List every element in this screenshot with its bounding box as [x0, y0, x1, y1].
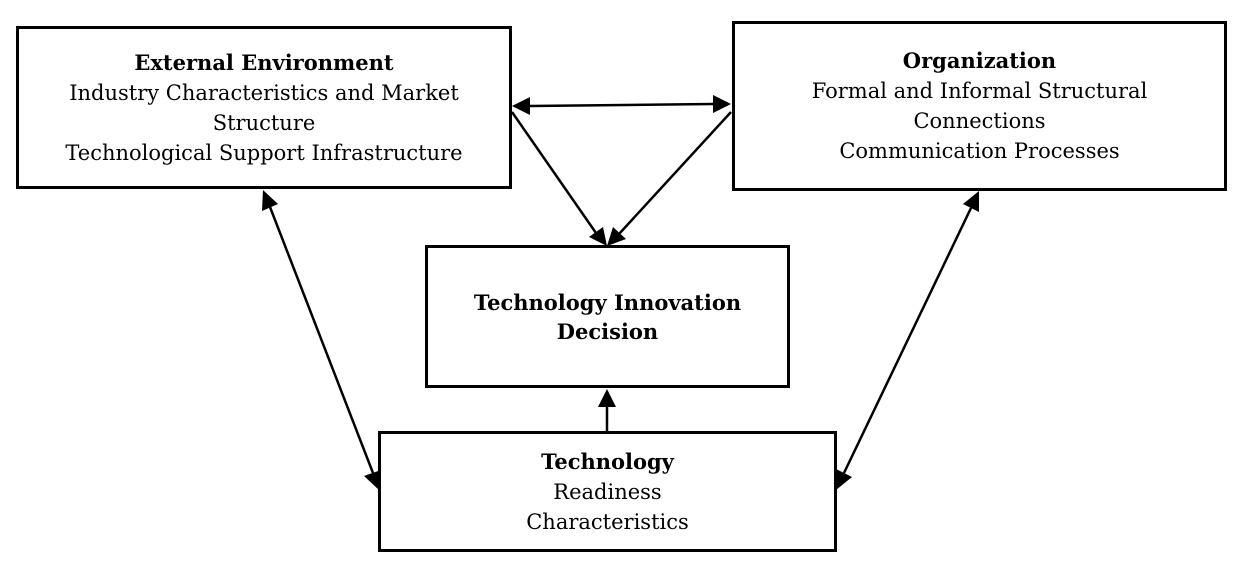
external-environment-box: External Environment Industry Characteri…: [16, 26, 512, 189]
arrow-external-decision: [510, 111, 607, 246]
decision-title-line: Decision: [556, 318, 659, 344]
technology-innovation-decision-box: Technology Innovation Decision: [425, 245, 790, 388]
arrow-external-technology: [262, 190, 381, 490]
technology-title: Technology: [541, 448, 674, 474]
external-environment-item: Technological Support Infrastructure: [65, 140, 463, 165]
organization-title: Organization: [902, 48, 1057, 73]
technology-item: Characteristics: [526, 509, 689, 534]
organization-item: Formal and Informal Structural: [811, 79, 1148, 103]
external-environment-item: Industry Characteristics and Market: [69, 80, 459, 105]
decision-title-line: Technology Innovation: [473, 289, 742, 315]
external-environment-title: External Environment: [134, 49, 394, 75]
technology-item: Readiness: [553, 479, 662, 504]
arrow-external-organization: [512, 95, 731, 115]
organization-box: Organization Formal and Informal Structu…: [732, 21, 1227, 191]
external-environment-item: Structure: [212, 110, 316, 135]
organization-item: Communication Processes: [839, 139, 1120, 163]
organization-item: Connections: [913, 109, 1046, 133]
arrow-organization-decision: [607, 111, 732, 246]
technology-box: Technology Readiness Characteristics: [378, 431, 837, 552]
arrow-technology-decision: [598, 389, 616, 431]
arrow-organization-technology: [836, 191, 979, 490]
